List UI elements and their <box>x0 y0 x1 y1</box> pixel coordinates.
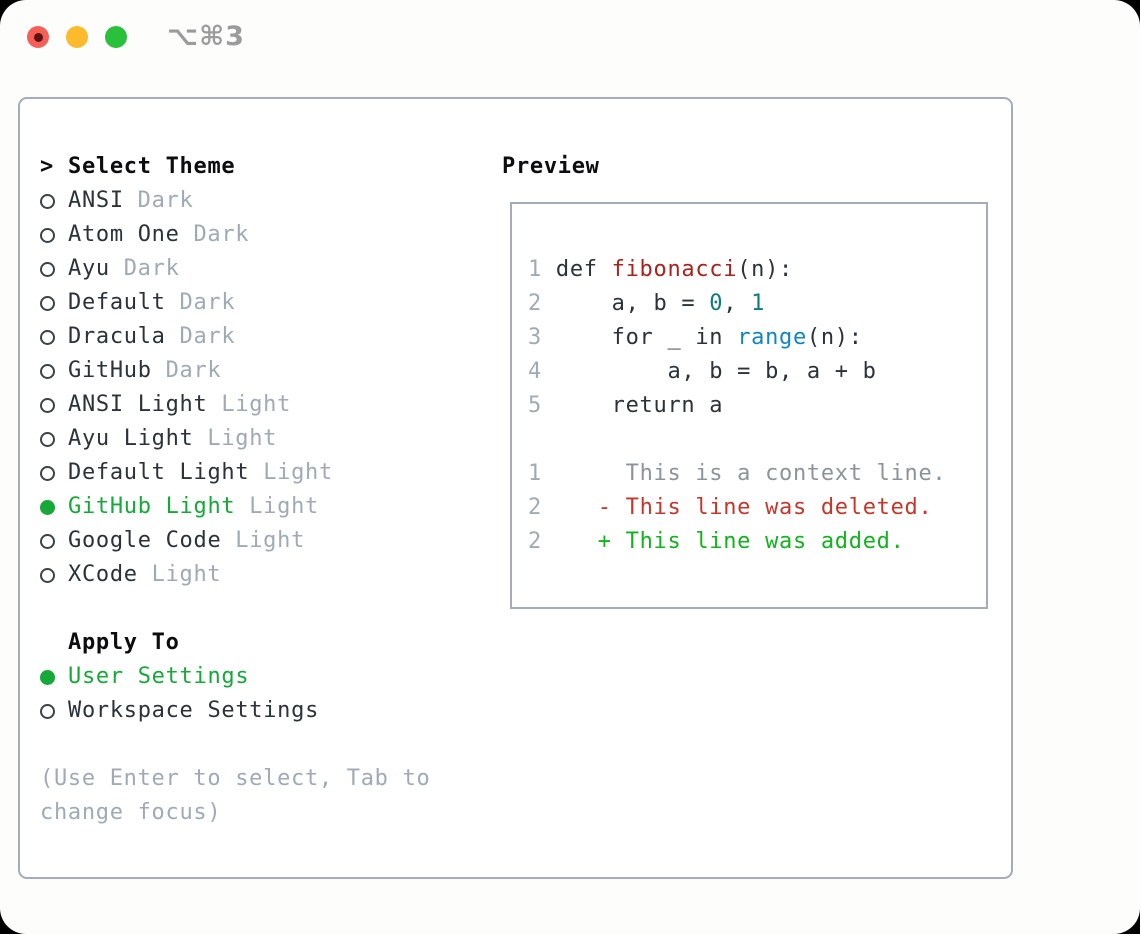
help-text-line-1: (Use Enter to select, Tab to <box>40 766 431 791</box>
code-line: 2 + This line was added. <box>528 529 905 554</box>
spacer <box>40 592 430 626</box>
zoom-button[interactable] <box>105 26 127 48</box>
radio-icon <box>40 193 55 209</box>
code-line: 2 - This line was deleted. <box>528 495 933 520</box>
close-dot-icon <box>33 32 43 42</box>
window-titlebar: ⌥⌘3 <box>0 0 1140 75</box>
radio-icon <box>40 363 55 379</box>
radio-icon <box>40 295 55 311</box>
radio-icon <box>40 533 55 549</box>
radio-icon <box>40 499 55 515</box>
prompt-icon: > <box>40 154 54 179</box>
code-line: 2 a, b = 0, 1 <box>528 291 766 316</box>
code-preview: 1 def fibonacci(n): 2 a, b = 0, 1 3 for _ … <box>528 253 986 559</box>
select-theme-header: > Select Theme <box>40 150 430 184</box>
close-button[interactable] <box>27 26 49 48</box>
radio-icon <box>40 669 55 685</box>
radio-icon <box>40 227 55 243</box>
spacer <box>40 728 430 762</box>
select-theme-title: Select Theme <box>68 154 236 179</box>
apply-to-title: Apply To <box>68 630 180 655</box>
preview-box: 1 def fibonacci(n): 2 a, b = 0, 1 3 for _ … <box>510 202 988 609</box>
apply-to-options-list: User Settings Workspace Settings <box>40 660 430 728</box>
minimize-button[interactable] <box>66 26 88 48</box>
radio-icon <box>40 329 55 345</box>
apply-to-header: Apply To <box>40 626 430 660</box>
radio-icon <box>40 397 55 413</box>
code-line: 1 This is a context line. <box>528 461 947 486</box>
code-line: 1 def fibonacci(n): <box>528 257 793 282</box>
radio-icon <box>40 431 55 447</box>
preview-title: Preview <box>502 154 600 179</box>
code-line: 5 return a <box>528 393 724 418</box>
apply-option-workspace-settings[interactable]: Workspace Settings <box>40 694 430 728</box>
window-title: ⌥⌘3 <box>167 21 245 52</box>
code-line: 3 for _ in range(n): <box>528 325 863 350</box>
preview-header: Preview <box>502 150 600 184</box>
radio-icon <box>40 465 55 481</box>
code-line: 4 a, b = b, a + b <box>528 359 877 384</box>
apply-option-user-settings[interactable]: User Settings <box>40 660 430 694</box>
radio-icon <box>40 261 55 277</box>
radio-icon <box>40 567 55 583</box>
help-text-line-2: change focus) <box>40 800 222 825</box>
code-line <box>528 423 986 457</box>
radio-icon <box>40 703 55 719</box>
